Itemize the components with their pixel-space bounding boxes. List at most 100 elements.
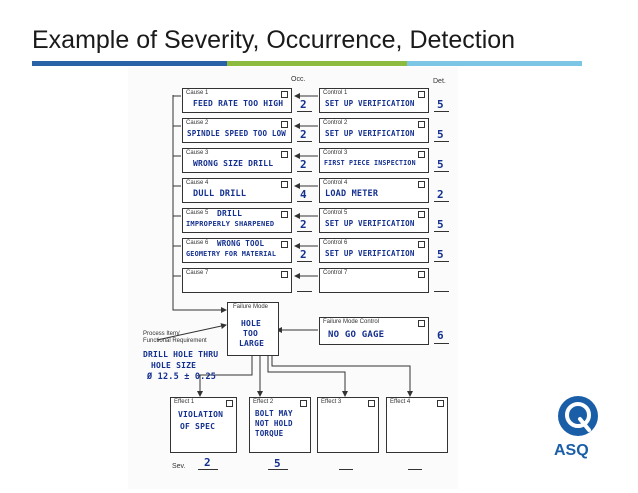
cause-box-4: Cause 4 DULL DRILL [182, 178, 292, 203]
sev-value-1: 2 [204, 456, 211, 469]
checkbox[interactable] [368, 400, 375, 407]
cause-text-line2: GEOMETRY FOR MATERIAL [186, 250, 277, 258]
effect-line1: BOLT MAY [255, 409, 293, 418]
checkbox[interactable] [418, 121, 425, 128]
det-line [434, 343, 449, 344]
det-value-fmc: 6 [437, 329, 444, 342]
det-header: Det. [433, 78, 446, 85]
checkbox[interactable] [281, 151, 288, 158]
page-title: Example of Severity, Occurrence, Detecti… [32, 26, 516, 54]
cause-box-5: Cause 5 DRILL IMPROPERLY SHARPENED [182, 208, 292, 233]
effect-label: Effect 1 [174, 399, 195, 405]
control-box-4: Control 4 LOAD METER [319, 178, 429, 203]
title-stripe-blue [32, 61, 227, 66]
sev-line [339, 469, 353, 470]
occ-value-2: 2 [300, 128, 307, 141]
failure-mode-control-text: NO GO GAGE [328, 330, 385, 340]
det-value-1: 5 [437, 98, 444, 111]
checkbox[interactable] [226, 400, 233, 407]
failure-mode-line2: TOO [243, 329, 259, 338]
det-line [434, 231, 449, 232]
cause-text: SPINDLE SPEED TOO LOW [187, 129, 287, 138]
cause-box-2: Cause 2 SPINDLE SPEED TOO LOW [182, 118, 292, 143]
control-text: SET UP VERIFICATION [325, 249, 415, 258]
effect-label: Effect 4 [390, 399, 411, 405]
control-label: Control 7 [323, 270, 348, 276]
control-label: Control 3 [323, 150, 348, 156]
occ-line [297, 141, 312, 142]
cause-label: Cause 2 [186, 120, 209, 126]
occ-value-1: 2 [300, 98, 307, 111]
cause-text: WRONG TOOL [217, 239, 265, 248]
cause-text: FEED RATE TOO HIGH [193, 99, 284, 108]
checkbox[interactable] [418, 271, 425, 278]
control-text: SET UP VERIFICATION [325, 129, 415, 138]
cause-label: Cause 3 [186, 150, 209, 156]
det-value-4: 2 [437, 188, 444, 201]
checkbox[interactable] [281, 211, 288, 218]
cause-label: Cause 4 [186, 180, 209, 186]
cause-spine [172, 95, 227, 313]
sev-line [198, 469, 218, 470]
checkbox[interactable] [418, 320, 425, 327]
checkbox[interactable] [437, 400, 444, 407]
control-box-5: Control 5 SET UP VERIFICATION [319, 208, 429, 233]
title-stripe-lightblue [407, 61, 582, 66]
det-value-2: 5 [437, 128, 444, 141]
cause-box-6: Cause 6 WRONG TOOL GEOMETRY FOR MATERIAL [182, 238, 292, 263]
det-value-5: 5 [437, 218, 444, 231]
cause-text: DULL DRILL [193, 189, 247, 199]
cause-text-line2: IMPROPERLY SHARPENED [186, 220, 275, 228]
checkbox[interactable] [281, 241, 288, 248]
control-label: Control 2 [323, 120, 348, 126]
cause-label: Cause 1 [186, 90, 209, 96]
occ-value-3: 2 [300, 158, 307, 171]
control-box-3: Control 3 FIRST PIECE INSPECTION [319, 148, 429, 173]
failure-mode-control-label: Failure Mode Control [323, 319, 380, 325]
occ-line [297, 171, 312, 172]
cause-label: Cause 7 [186, 270, 209, 276]
checkbox[interactable] [418, 181, 425, 188]
failure-mode-label: Failure Mode [233, 304, 269, 310]
control-text: FIRST PIECE INSPECTION [324, 159, 416, 167]
checkbox[interactable] [281, 271, 288, 278]
control-label: Control 5 [323, 210, 348, 216]
process-item-line3: Ø 12.5 ± 0.25 [147, 372, 217, 382]
cause-box-1: Cause 1 FEED RATE TOO HIGH [182, 88, 292, 113]
failure-mode-control-box: Failure Mode Control NO GO GAGE [319, 317, 429, 345]
process-item-line2: HOLE SIZE [151, 361, 197, 370]
effect-box-3: Effect 3 [317, 397, 379, 453]
checkbox[interactable] [281, 181, 288, 188]
sev-value-2: 5 [274, 457, 281, 470]
occ-value-4: 4 [300, 188, 307, 201]
sev-line [408, 469, 422, 470]
process-item-header: Process Item/ Functional Requirement [143, 331, 207, 344]
occ-line [297, 291, 312, 292]
occ-value-6: 2 [300, 248, 307, 261]
effect-line2: NOT HOLD [255, 419, 293, 428]
checkbox[interactable] [418, 91, 425, 98]
effect-label: Effect 3 [321, 399, 342, 405]
sev-header: Sev. [172, 463, 186, 470]
failure-mode-line1: HOLE [241, 319, 262, 328]
checkbox[interactable] [418, 151, 425, 158]
cause-text: DRILL [217, 209, 243, 218]
occ-line [297, 231, 312, 232]
checkbox[interactable] [418, 211, 425, 218]
process-item-line1: DRILL HOLE THRU [143, 350, 219, 359]
control-label: Control 6 [323, 240, 348, 246]
checkbox[interactable] [300, 400, 307, 407]
cause-box-3: Cause 3 WRONG SIZE DRILL [182, 148, 292, 173]
det-line [434, 171, 449, 172]
occ-value-5: 2 [300, 218, 307, 231]
control-text: LOAD METER [325, 189, 379, 199]
occ-line [297, 111, 312, 112]
checkbox[interactable] [281, 121, 288, 128]
effect-line3: TORQUE [255, 429, 284, 438]
checkbox[interactable] [418, 241, 425, 248]
det-line [434, 261, 449, 262]
title-stripe-green [227, 61, 407, 66]
checkbox[interactable] [281, 91, 288, 98]
asq-q-icon [558, 396, 598, 436]
